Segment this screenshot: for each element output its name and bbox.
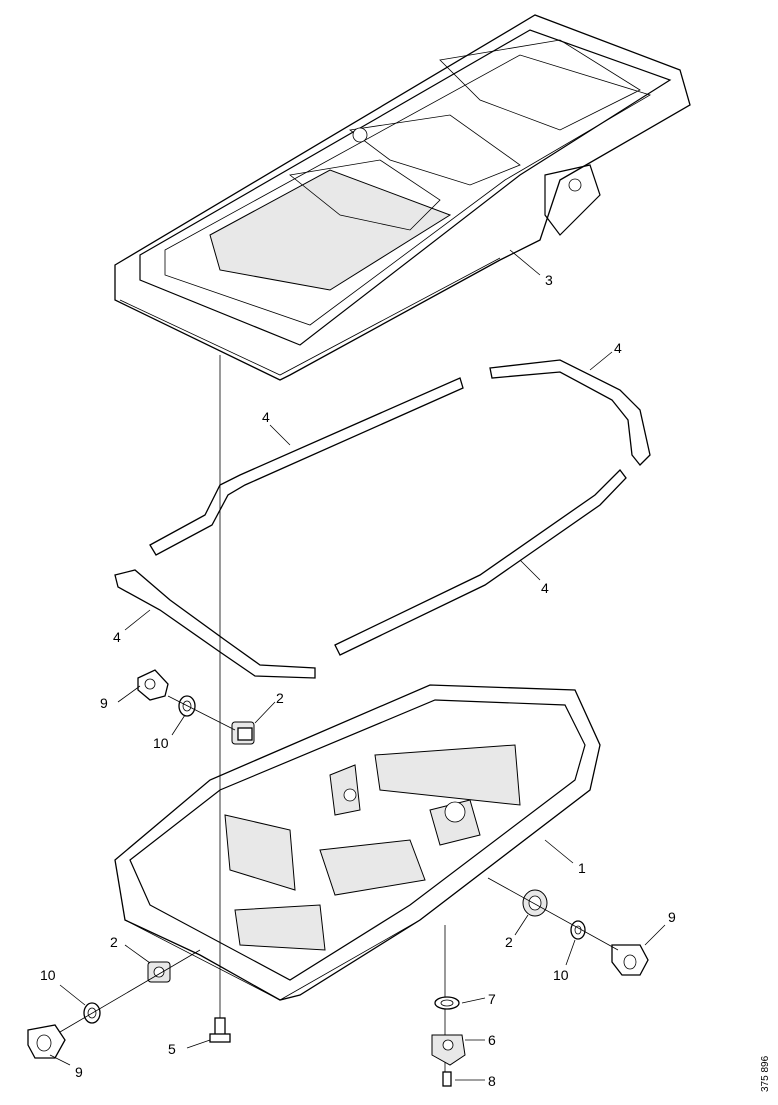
plug-9-upper <box>137 669 169 701</box>
callout-8: 8 <box>488 1073 496 1089</box>
callout-2-left: 2 <box>110 934 118 950</box>
callout-10-left: 10 <box>40 967 56 983</box>
lower-oil-pan <box>114 684 601 1001</box>
seal-10-left <box>83 1002 101 1024</box>
callout-6: 6 <box>488 1032 496 1048</box>
callout-10-right: 10 <box>553 967 569 983</box>
callout-4-lower-left: 4 <box>113 629 121 645</box>
callout-5: 5 <box>168 1041 176 1057</box>
leader-lines <box>49 249 666 1081</box>
bolt-5 <box>209 355 231 1043</box>
callout-3: 3 <box>545 272 553 288</box>
gasket-lower-right <box>334 469 627 656</box>
seal-10-right <box>570 920 586 940</box>
washer-7 <box>434 996 460 1010</box>
drawing-reference-number: 375 896 <box>760 1055 771 1092</box>
callout-9-right: 9 <box>668 909 676 925</box>
callout-7: 7 <box>488 991 496 1007</box>
callout-2-right: 2 <box>505 934 513 950</box>
plug-9-right <box>611 944 649 976</box>
gasket-upper-right <box>489 359 651 466</box>
plug-2-upper <box>231 721 255 745</box>
gasket-lower-left <box>114 569 316 679</box>
callout-4-mid-left: 4 <box>262 409 270 425</box>
callout-10-upper: 10 <box>153 735 169 751</box>
gasket-upper-left <box>149 377 464 556</box>
callout-2-upper: 2 <box>276 690 284 706</box>
plug-2-right <box>522 889 548 917</box>
callout-4-top-right: 4 <box>614 340 622 356</box>
upper-oil-pan <box>114 14 691 381</box>
plug-2-left <box>147 961 171 983</box>
plug-9-left <box>27 1024 66 1059</box>
callout-9-upper: 9 <box>100 695 108 711</box>
screw-8 <box>442 1071 452 1087</box>
callout-9-left: 9 <box>75 1064 83 1080</box>
callout-4-mid-right: 4 <box>541 580 549 596</box>
plug-6 <box>431 1034 466 1066</box>
callout-1: 1 <box>578 860 586 876</box>
